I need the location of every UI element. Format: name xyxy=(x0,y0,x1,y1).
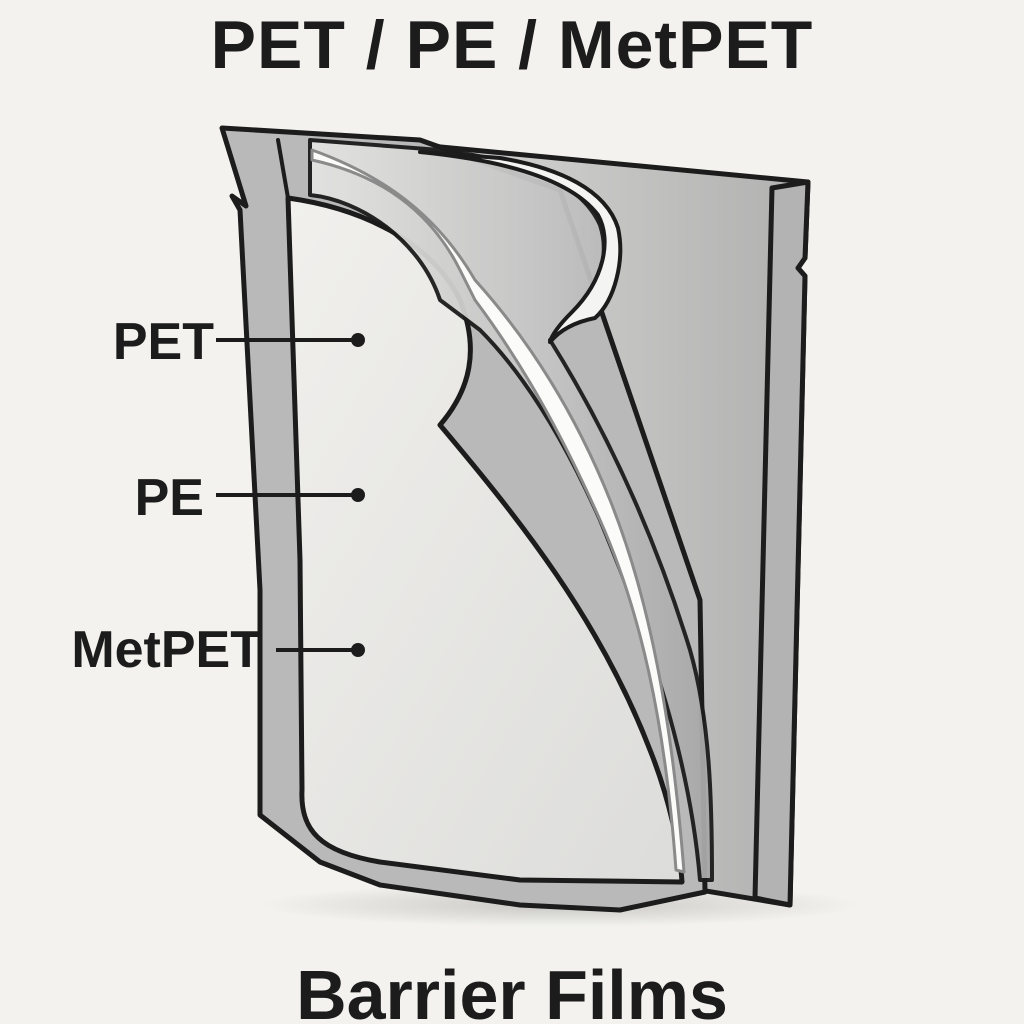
diagram-title: PET / PE / MetPET xyxy=(210,7,814,83)
layer-label-metpet: MetPET xyxy=(71,621,262,679)
diagram-caption: Barrier Films xyxy=(296,956,728,1024)
layer-label-pe: PE xyxy=(134,469,204,527)
pouch-right-seal xyxy=(752,179,811,908)
peeled-film-curl xyxy=(418,150,623,344)
leader-dot-pe xyxy=(351,488,365,502)
leader-dot-pet xyxy=(351,333,365,347)
leader-dot-metpet xyxy=(351,643,365,657)
layer-label-pet: PET xyxy=(112,313,214,371)
left-seal-line xyxy=(276,138,382,864)
inner-film-surface xyxy=(310,148,686,874)
